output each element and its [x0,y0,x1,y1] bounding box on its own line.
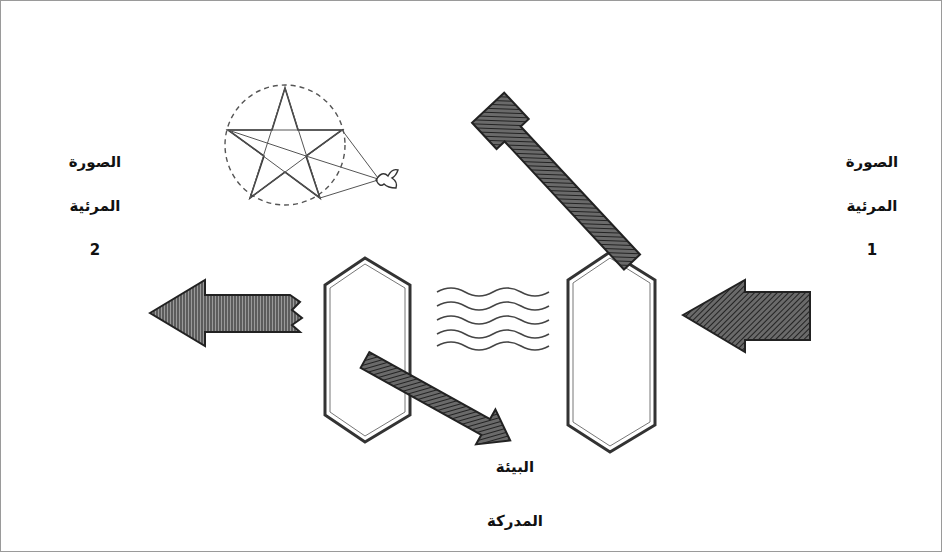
upward-arrow-body [472,93,648,277]
wave [437,316,549,324]
wave [437,302,549,310]
sight-line [342,130,378,178]
sight-line [306,156,378,179]
star [228,88,342,198]
downward-arrow [355,343,520,458]
hexagon-left-inner [330,264,405,436]
hexagon-left [325,258,410,442]
wave [437,342,549,350]
upward-arrow [472,93,648,277]
hexagon-right [568,252,655,452]
image-label: الصورة المرئية 2 [69,140,121,272]
image-label: الصورة المرئية 1 [846,140,898,272]
sight-line [228,130,306,156]
image-label: البيئة المدركة [487,440,543,548]
pentagram [228,88,342,198]
sight-lines [228,130,378,198]
downward-arrow-body [355,343,520,458]
hexagon-right-inner [573,258,650,446]
wave-lines [437,288,549,350]
input-arrow [683,280,810,352]
sight-line [320,180,378,198]
dashed-circle [225,85,345,205]
wave [437,330,549,338]
wave [437,288,549,296]
eye-figure [376,170,398,188]
output-arrow [150,280,302,346]
